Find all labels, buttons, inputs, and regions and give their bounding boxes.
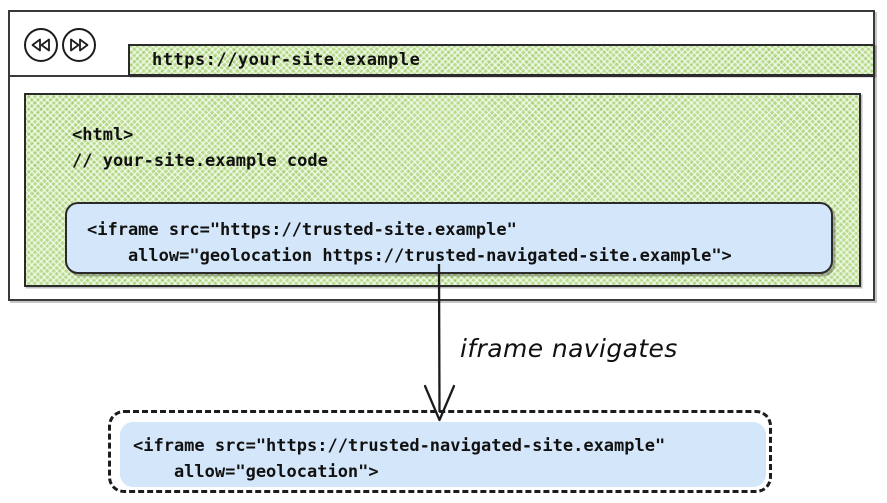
down-arrow-icon xyxy=(400,262,490,427)
fast-forward-icon xyxy=(68,38,90,52)
page-source-code: <html> // your-site.example code xyxy=(72,125,328,171)
embedded-iframe-code: <iframe src="https://trusted-site.exampl… xyxy=(87,220,732,266)
navigated-iframe-outline: <iframe src="https://trusted-navigated-s… xyxy=(108,410,772,493)
forward-button[interactable] xyxy=(62,28,96,62)
embedded-iframe-box: <iframe src="https://trusted-site.exampl… xyxy=(65,202,833,274)
browser-toolbar: https://your-site.example xyxy=(10,12,875,77)
page-viewport: <html> // your-site.example code <iframe… xyxy=(24,93,861,287)
back-button[interactable] xyxy=(24,28,58,62)
arrow-annotation-label: iframe navigates xyxy=(460,334,678,363)
address-bar-url-text: https://your-site.example xyxy=(152,50,421,70)
address-bar[interactable]: https://your-site.example xyxy=(128,44,875,76)
browser-window: https://your-site.example <html> // your… xyxy=(8,10,875,301)
navigated-iframe-code: <iframe src="https://trusted-navigated-s… xyxy=(133,436,666,482)
navigated-iframe-box: <iframe src="https://trusted-navigated-s… xyxy=(120,422,766,487)
rewind-back-icon xyxy=(30,38,52,52)
